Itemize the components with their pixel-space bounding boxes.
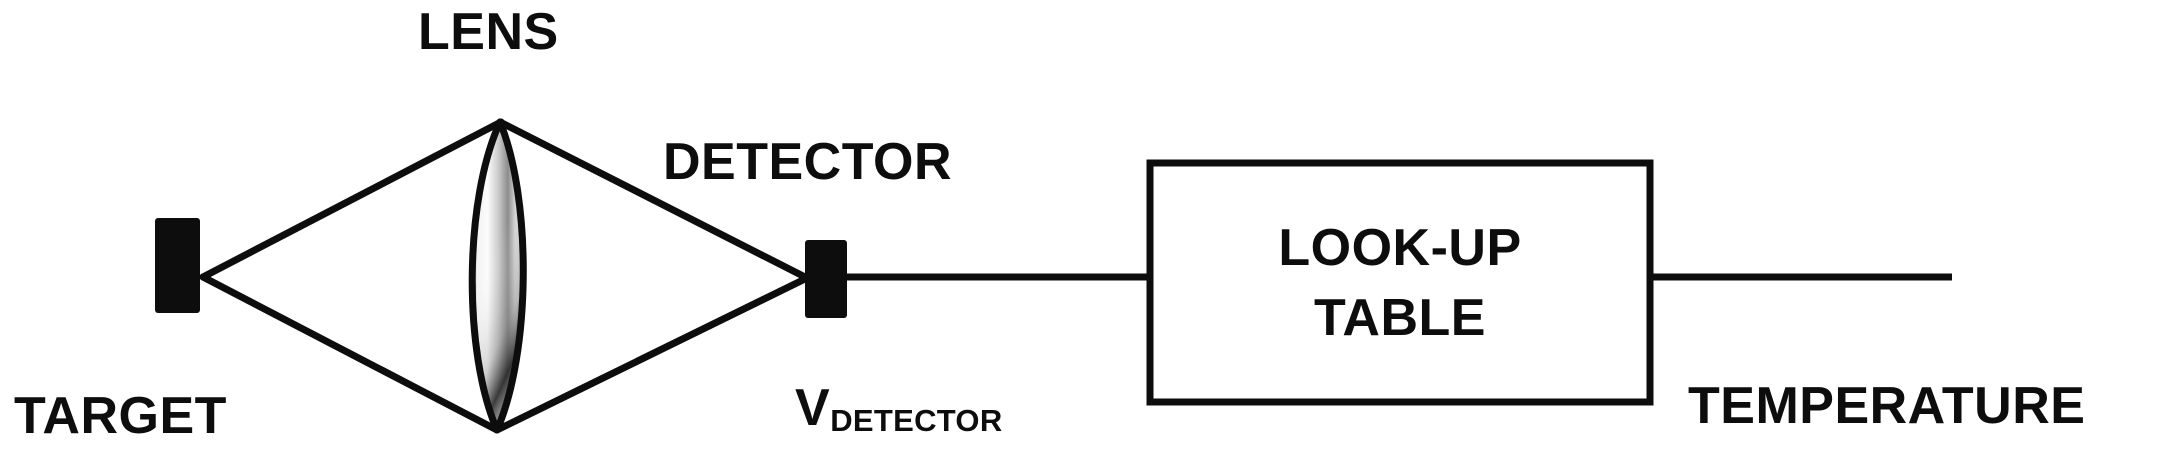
v-detector-label: VDETECTOR: [795, 379, 1003, 437]
v-detector-subscript: DETECTOR: [830, 403, 1003, 438]
detector-block: [805, 240, 847, 318]
lookup-table-box: [1146, 159, 1654, 406]
temperature-label: TEMPERATURE: [1688, 377, 2086, 435]
target-block: [155, 218, 200, 313]
detector-label: DETECTOR: [663, 133, 953, 191]
lens-icon: [468, 118, 527, 434]
ray-upper-right: [496, 118, 811, 282]
v-detector-symbol: V: [795, 379, 831, 437]
target-label: TARGET: [14, 387, 227, 445]
lens-label: LENS: [418, 3, 559, 61]
ray-lower-left: [199, 273, 501, 434]
ray-lower-right: [493, 274, 811, 434]
ray-upper-left: [199, 118, 505, 281]
